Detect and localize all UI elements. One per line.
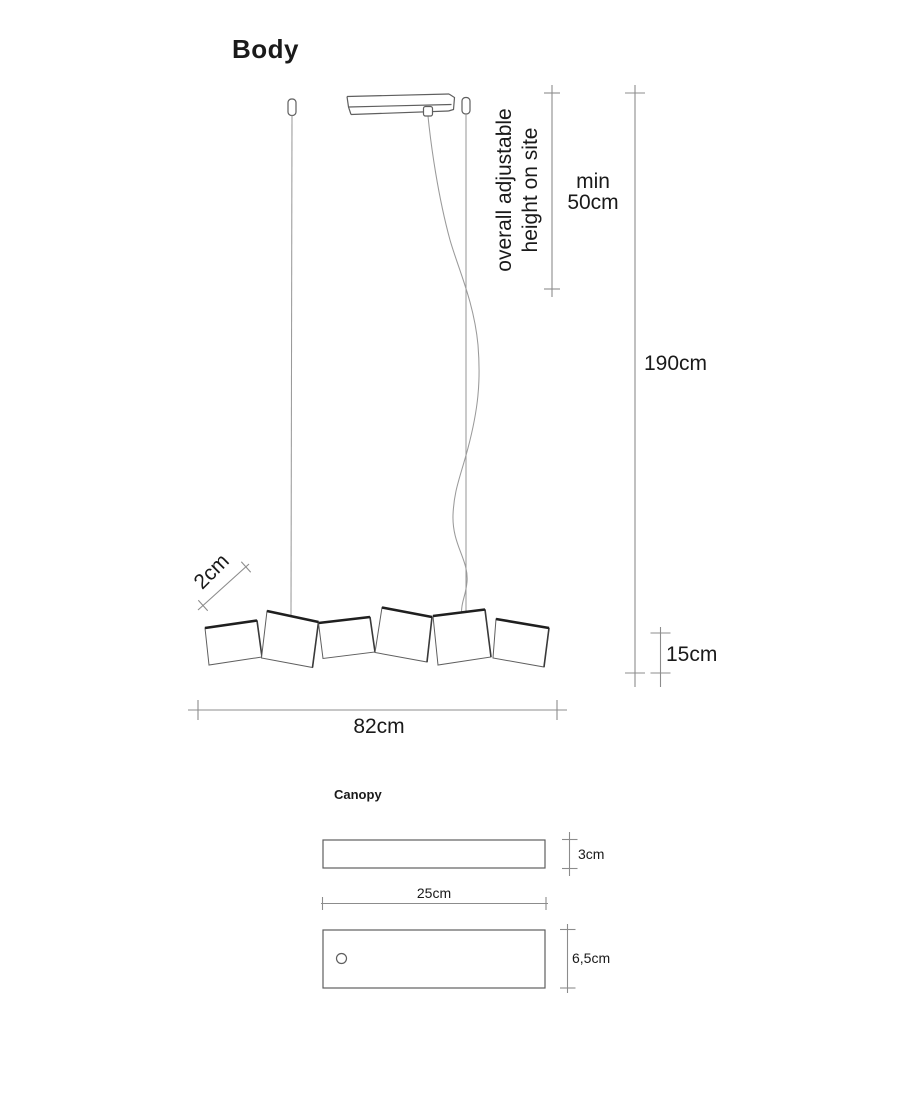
panel-2 xyxy=(260,609,320,669)
adjustable-height-note: overall adjustable height on site xyxy=(492,90,544,290)
panel-6 xyxy=(492,617,550,668)
fixture-height-label: 15cm xyxy=(666,643,718,666)
dim-canopy-height xyxy=(562,832,578,876)
canopy-width-label: 25cm xyxy=(416,885,452,901)
suspension-cable-left xyxy=(290,115,293,616)
adjustable-height-note-line1: overall adjustable xyxy=(493,108,516,272)
dim-fixture-width xyxy=(188,700,567,720)
dim-fixture-height xyxy=(650,627,671,687)
dim-canopy-depth xyxy=(560,924,576,993)
panel-3 xyxy=(317,615,376,660)
panel-5 xyxy=(432,608,492,666)
fixture-width-label: 82cm xyxy=(353,715,405,738)
dim-canopy-width xyxy=(321,897,548,910)
panel-4 xyxy=(374,606,433,663)
canopy-depth-label: 6,5cm xyxy=(572,950,611,966)
total-height-label: 190cm xyxy=(644,352,708,375)
canopy-section-title: Canopy xyxy=(334,787,382,802)
lamp-panels xyxy=(204,606,550,669)
min-height-label-line1: min xyxy=(576,170,610,193)
dim-min-height xyxy=(544,85,560,297)
ceiling-bar xyxy=(346,93,456,116)
canopy-front-view xyxy=(322,839,546,869)
min-height-label: min 50cm xyxy=(543,171,643,213)
power-cord xyxy=(427,115,480,613)
power-cord-connector xyxy=(422,105,434,117)
adjustable-height-note-line2: height on site xyxy=(519,127,542,253)
panel-1 xyxy=(204,619,263,666)
canopy-cable-hole xyxy=(335,952,348,965)
canopy-bottom-view xyxy=(322,929,546,989)
canopy-height-label: 3cm xyxy=(578,846,605,862)
cable-gripper-left xyxy=(287,98,297,117)
dim-total-height xyxy=(625,85,645,687)
body-section-title: Body xyxy=(232,34,299,64)
min-height-label-line2: 50cm xyxy=(567,191,619,214)
cable-gripper-right xyxy=(461,96,471,115)
dim-panel-thickness xyxy=(197,561,252,612)
